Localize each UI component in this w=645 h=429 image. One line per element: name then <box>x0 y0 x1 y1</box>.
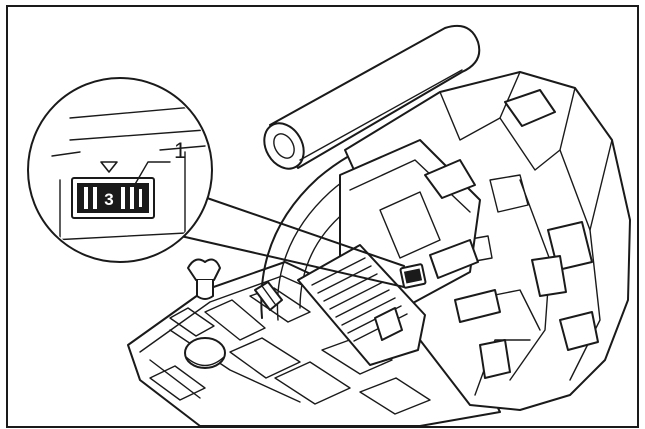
speed-dial-on-saw <box>399 263 427 289</box>
magnifier-leaders <box>171 197 405 288</box>
marker-triangle-icon <box>100 161 118 173</box>
wing-nut <box>187 258 221 300</box>
depth-knob <box>184 337 226 369</box>
housing-detail <box>429 239 511 379</box>
louver-plate <box>297 244 426 366</box>
bevel-lever <box>254 281 283 311</box>
saw-handle <box>263 24 481 170</box>
magnifier-callout: 3 <box>27 77 213 263</box>
callout-number: 1 <box>174 138 186 163</box>
circular-saw-drawing <box>127 24 631 427</box>
dial-value: 3 <box>104 190 113 209</box>
speed-dial: 3 <box>71 177 155 219</box>
callout-leader <box>133 161 171 187</box>
